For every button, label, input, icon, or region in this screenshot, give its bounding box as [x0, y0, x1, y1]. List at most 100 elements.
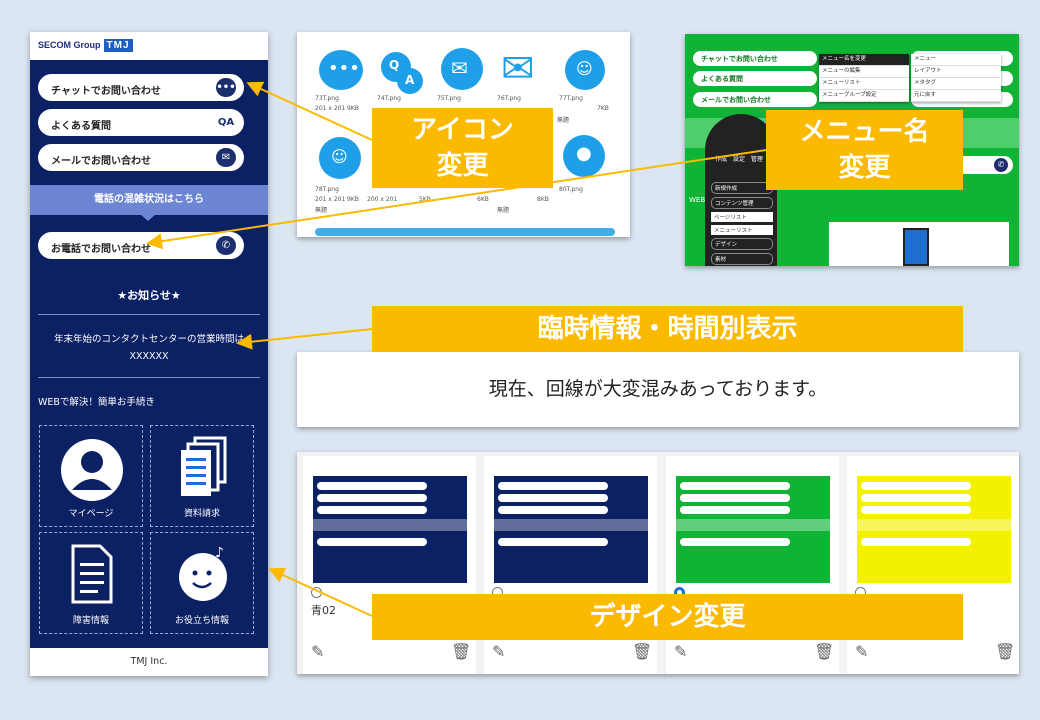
file-name: 76T.png — [497, 95, 521, 102]
trash-icon[interactable]: 🗑 — [995, 642, 1016, 661]
theme-preview-body — [676, 476, 830, 583]
side-menu: 新規作成 コンテンツ管理 ページリスト メニューリスト デザイン 素材 — [711, 182, 773, 265]
tile-mypage[interactable]: マイページ — [39, 425, 143, 527]
happy-caller-icon-2[interactable]: ☺ — [319, 137, 361, 179]
mail-label: メールでお問い合わせ — [51, 156, 151, 167]
chat-bubble-icon[interactable]: ••• — [319, 50, 363, 90]
file-name: 77T.png — [559, 95, 583, 102]
file-dims: 200 x 201 — [367, 196, 398, 203]
side-menu-item[interactable]: 素材 — [711, 253, 773, 265]
tile-useful-info[interactable]: ♪ お役立ち情報 — [150, 532, 254, 634]
side-menu-item[interactable]: ページリスト — [711, 212, 773, 222]
side-menu-item[interactable]: デザイン — [711, 238, 773, 250]
tile-documents[interactable]: 資料請求 — [150, 425, 254, 527]
congestion-banner[interactable]: 電話の混雑状況はこちら — [30, 185, 268, 215]
notice-box: 現在、回線が大変混みあっております。 — [297, 352, 1019, 427]
theme-label: 青02 — [311, 604, 336, 617]
menu-item-list[interactable]: メニューリスト — [819, 78, 909, 90]
tile-label: お役立ち情報 — [174, 616, 229, 626]
theme-preview-pill — [861, 494, 971, 502]
theme-preview-pill — [861, 506, 971, 514]
footer: TMJ Inc. — [30, 648, 268, 676]
theme-preview-band — [494, 519, 648, 531]
news-title: ★お知らせ★ — [117, 289, 181, 302]
file-dims: 201 x 201 — [315, 105, 346, 112]
trash-icon[interactable]: 🗑 — [451, 642, 472, 661]
pencil-icon[interactable]: ✎ — [492, 642, 506, 661]
theme-preview-body — [313, 476, 467, 583]
theme-preview-pill — [680, 494, 790, 502]
theme-preview-band — [676, 519, 830, 531]
callout-icon-change: アイコン変更 — [372, 108, 553, 188]
theme-preview-pill — [317, 506, 427, 514]
tile-label: マイページ — [68, 509, 114, 519]
callout-temp-info: 臨時情報・時間別表示 — [372, 306, 963, 352]
chat-button[interactable]: チャットでお問い合わせ ••• — [38, 74, 244, 101]
envelope-icon[interactable]: ✉ — [501, 46, 535, 92]
file-name: 80T.png — [559, 186, 583, 193]
happy-caller-icon: ♪ — [179, 545, 227, 601]
side-menu-item[interactable]: メニューリスト — [711, 225, 773, 235]
mail-button[interactable]: メールでお問い合わせ ✉ — [38, 144, 244, 171]
menu-item-edit[interactable]: メニューの編集 — [819, 66, 909, 78]
theme-preview-pill — [317, 494, 427, 502]
trash-icon[interactable]: 🗑 — [814, 642, 835, 661]
divider — [38, 377, 260, 378]
file-size: 5KB — [419, 196, 431, 203]
menu-item-layout[interactable]: レイアウト — [911, 66, 1001, 78]
side-menu-item[interactable]: コンテンツ管理 — [711, 197, 773, 209]
theme-preview-pill — [498, 506, 608, 514]
menu-item-metatag[interactable]: メタタグ — [911, 78, 1001, 90]
mail-icon[interactable]: ✉ — [441, 48, 483, 90]
menu-item-menu[interactable]: メニュー — [911, 54, 1001, 66]
menu-item-undo[interactable]: 元に戻す — [911, 90, 1001, 102]
trash-icon[interactable]: 🗑 — [632, 642, 653, 661]
phone-label: お電話でお問い合わせ — [51, 244, 151, 255]
web-label: WEBで解決！簡単お手続き — [38, 397, 155, 408]
arrow-to-chat — [246, 81, 373, 141]
file-name: 74T.png — [377, 95, 401, 102]
icon-row-peek — [315, 228, 615, 236]
pencil-icon[interactable]: ✎ — [855, 642, 869, 661]
person-icon[interactable]: ● — [563, 135, 605, 177]
congestion-arrow — [140, 214, 156, 221]
menu-pill[interactable]: メールでお問い合わせ — [693, 92, 817, 107]
web-label: WEB — [689, 196, 706, 204]
chat-label: チャットでお問い合わせ — [51, 86, 161, 97]
theme-preview — [857, 466, 1011, 583]
theme-preview-pill — [680, 538, 790, 546]
tile-preview — [829, 222, 1009, 266]
menu-item-group[interactable]: メニューグループ設定 — [819, 90, 909, 102]
theme-preview — [494, 466, 648, 583]
toolbar-settings[interactable]: 設定 — [732, 156, 745, 163]
document-icon — [71, 544, 113, 604]
theme-preview — [313, 466, 467, 583]
menu-pill[interactable]: よくある質問 — [693, 71, 817, 86]
toolbar-create[interactable]: 作成 — [715, 156, 728, 163]
file-title: 無題 — [497, 207, 510, 214]
file-title: 無題 — [557, 117, 570, 124]
theme-preview-band — [857, 519, 1011, 531]
divider — [38, 314, 260, 315]
pencil-icon[interactable]: ✎ — [674, 642, 688, 661]
arrow-to-phone-tiles — [268, 567, 373, 617]
faq-button[interactable]: よくある質問 QA — [38, 109, 244, 136]
documents-icon — [181, 436, 227, 496]
happy-caller-icon[interactable]: ☺ — [565, 50, 605, 90]
phone-button[interactable]: お電話でお問い合わせ ✆ — [38, 232, 244, 259]
menu-pill[interactable]: チャットでお問い合わせ — [693, 51, 817, 66]
pencil-icon[interactable]: ✎ — [311, 642, 325, 661]
tile-outage[interactable]: 障害情報 — [39, 532, 143, 634]
arrow-to-news — [236, 328, 373, 350]
theme-preview-body — [494, 476, 648, 583]
file-name: 78T.png — [315, 186, 339, 193]
theme-preview-pill — [498, 482, 608, 490]
toolbar-manage[interactable]: 管理 — [750, 156, 763, 163]
documents-icon — [903, 228, 929, 266]
menu-item-rename[interactable]: メニュー名を変更 — [819, 54, 909, 66]
theme-preview-pill — [861, 482, 971, 490]
file-name: 75T.png — [437, 95, 461, 102]
svg-text:♪: ♪ — [215, 545, 224, 561]
telephone-icon: ✆ — [216, 236, 236, 255]
